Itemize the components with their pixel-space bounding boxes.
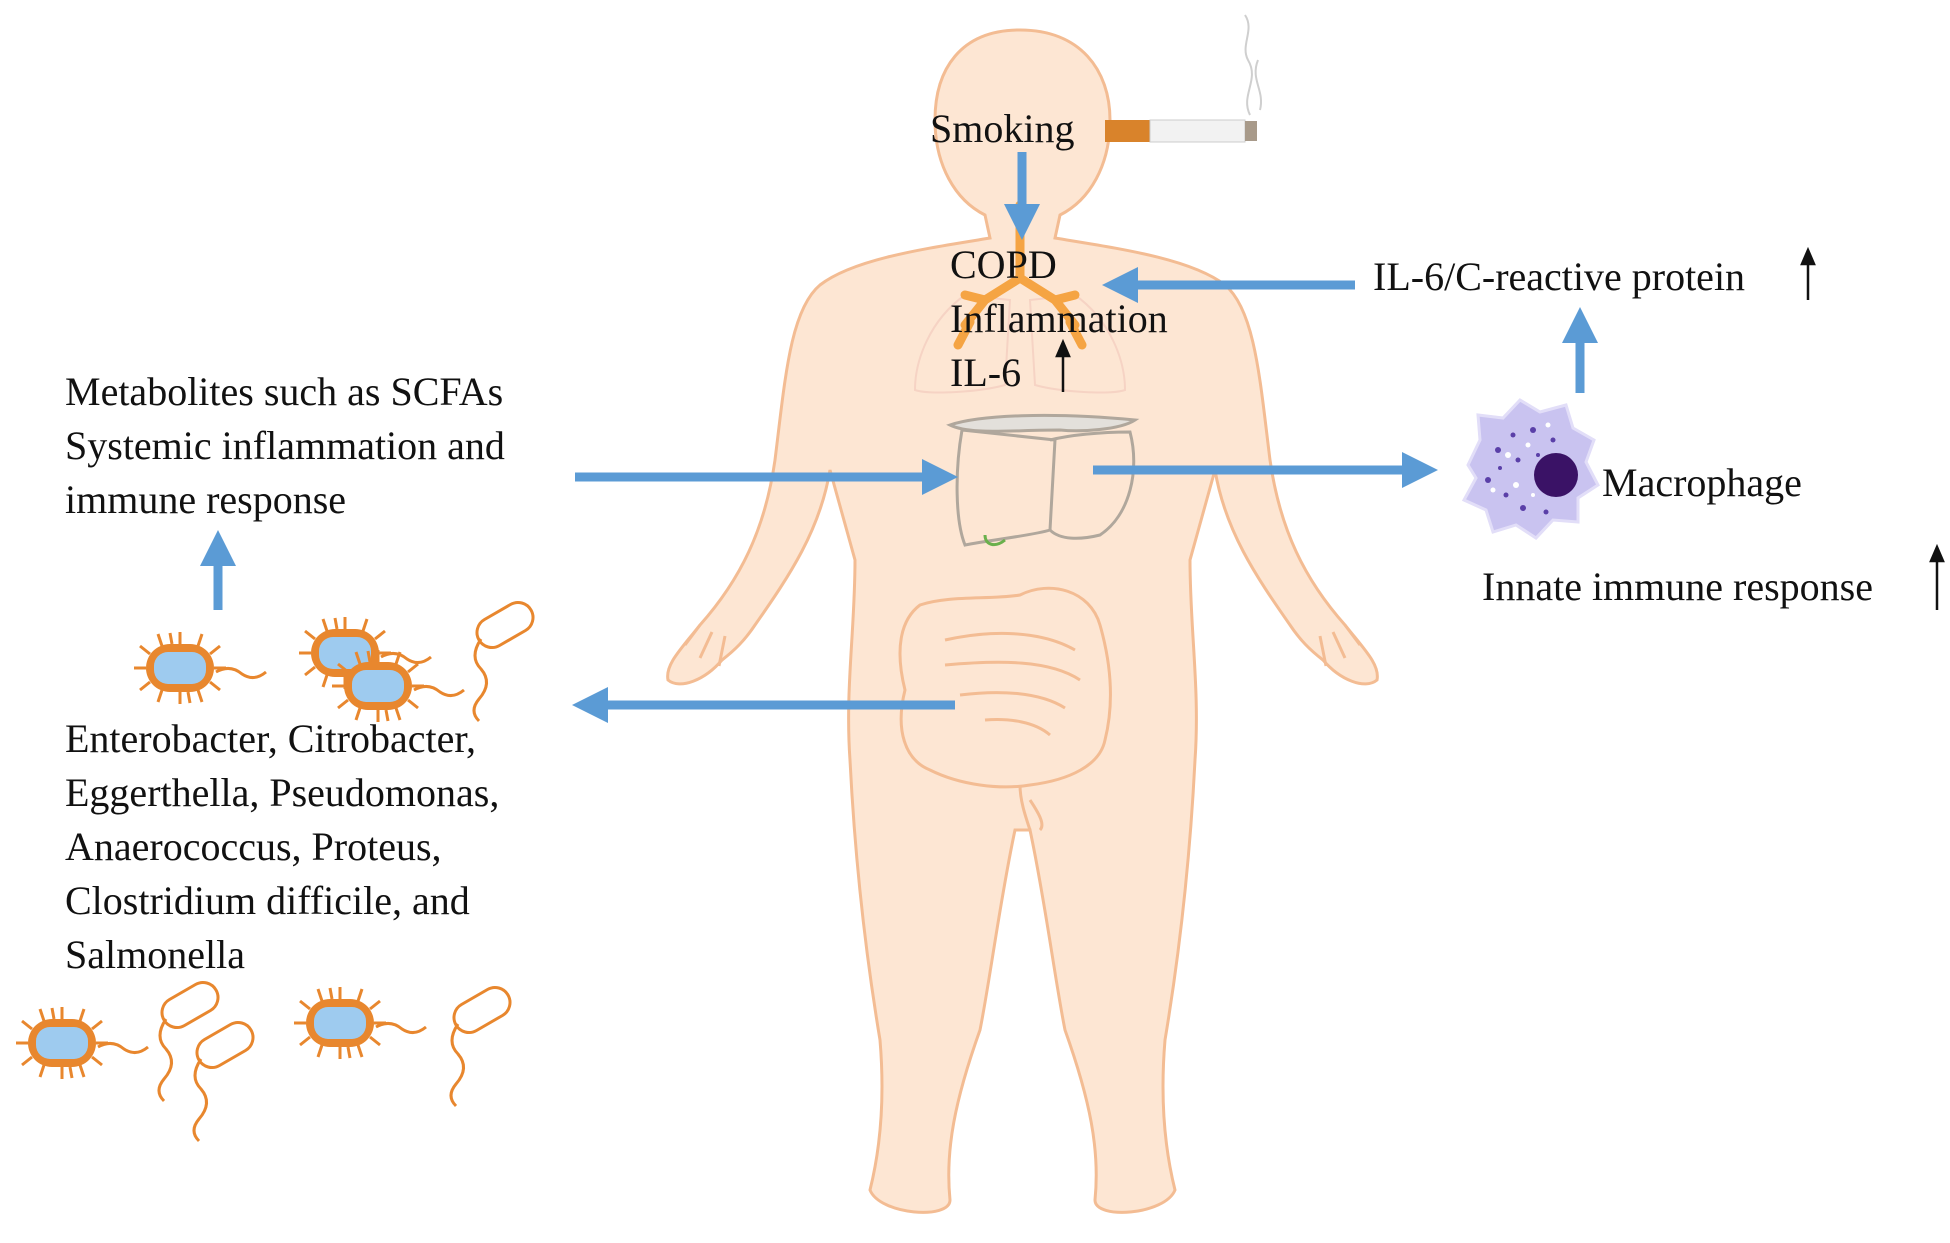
bacterium-icon	[132, 630, 268, 706]
label-smoking: Smoking	[930, 106, 1075, 151]
bacteria-list-line: Anaerococcus, Proteus,	[65, 824, 442, 869]
metabolites-line: Systemic inflammation and	[65, 423, 505, 468]
bacterium-icon	[14, 1005, 150, 1081]
rod-bacterium-icon	[190, 1015, 260, 1143]
bacteria-list-line: Eggerthella, Pseudomonas,	[65, 770, 500, 815]
flow-arrows	[200, 152, 1598, 723]
bacteria-list-line: Salmonella	[65, 932, 245, 977]
nucleus-icon	[1534, 453, 1578, 497]
label-il6: IL-6	[950, 350, 1022, 395]
macrophage-icon	[1461, 398, 1600, 540]
cigarette-icon	[1105, 14, 1263, 143]
liver-icon	[946, 413, 1140, 547]
label-inflammation: Inflammation	[950, 296, 1168, 341]
bacteria-list-line: Enterobacter, Citrobacter,	[65, 716, 477, 761]
rod-bacterium-icon	[470, 595, 540, 723]
rod-bacterium-icon	[447, 980, 517, 1108]
label-innate-immune-response: Innate immune response	[1482, 564, 1873, 609]
increase-indicators	[1055, 246, 1945, 610]
label-macrophage: Macrophage	[1602, 460, 1802, 505]
label-bacteria-list: Enterobacter, Citrobacter, Eggerthella, …	[65, 712, 499, 982]
bacteria-cluster-bottom	[14, 975, 517, 1143]
label-il6-crp: IL-6/C-reactive protein	[1373, 254, 1746, 299]
metabolites-line: Metabolites such as SCFAs	[65, 369, 504, 414]
label-copd: COPD	[950, 242, 1057, 287]
bacteria-list-line: Clostridium difficile, and	[65, 878, 470, 923]
metabolites-line: immune response	[65, 477, 347, 522]
label-metabolites-block: Metabolites such as SCFAs Systemic infla…	[65, 365, 505, 527]
bacterium-icon	[292, 985, 428, 1061]
bacteria-cluster-top	[132, 595, 540, 724]
